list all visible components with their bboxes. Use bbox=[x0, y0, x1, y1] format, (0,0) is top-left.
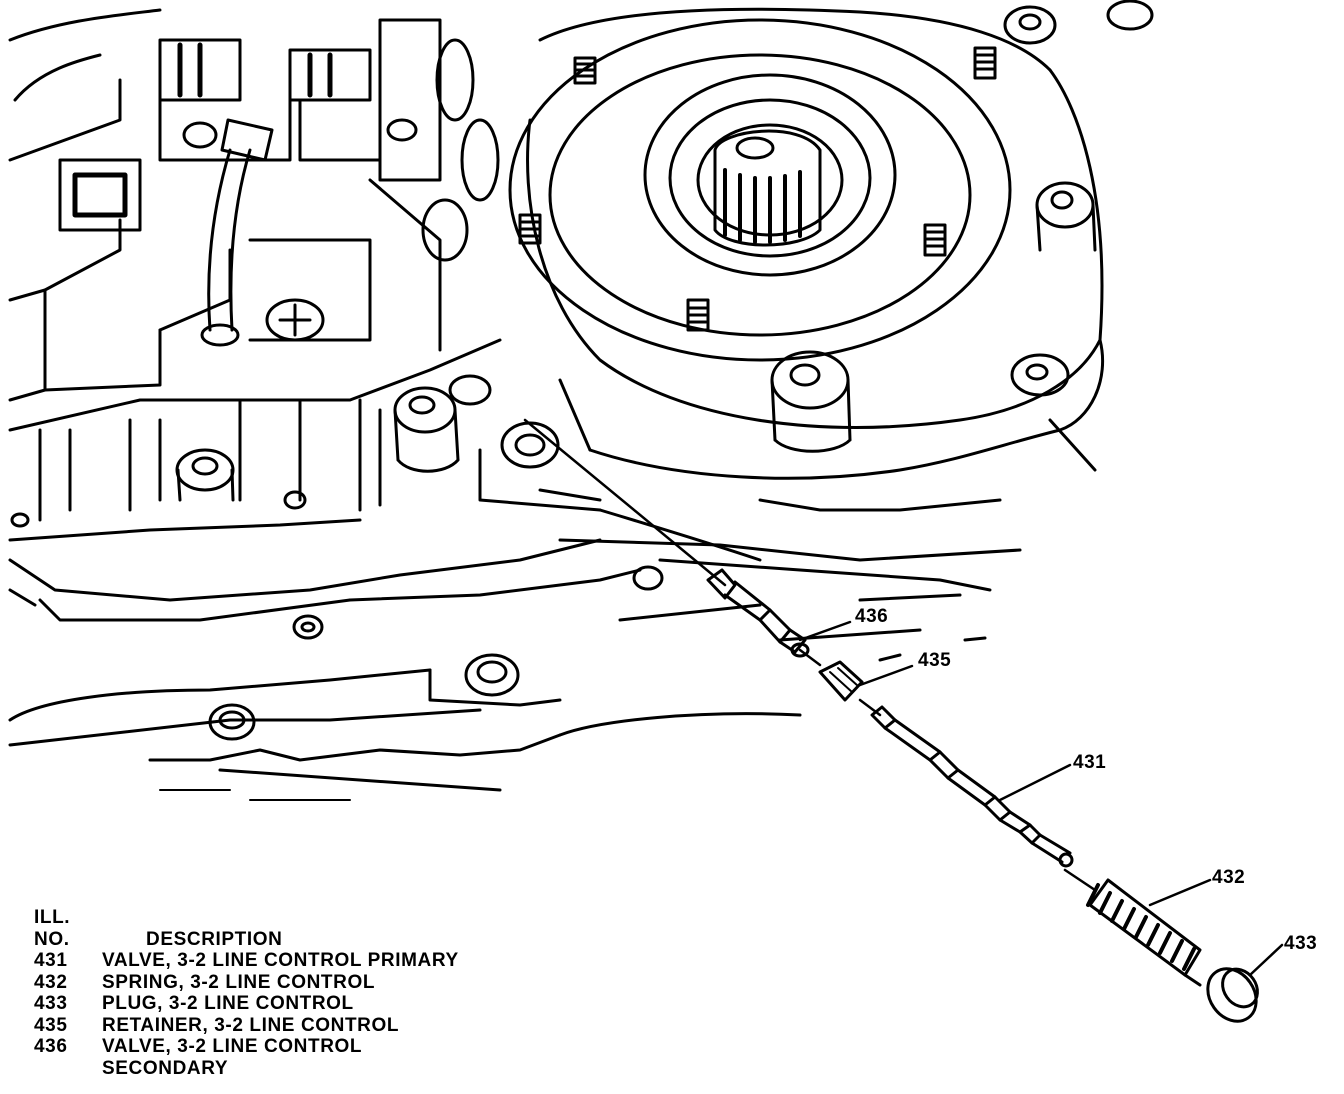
legend-row-no: 436 bbox=[34, 1036, 68, 1057]
housing-bolts bbox=[770, 0, 1154, 453]
bolt bbox=[632, 565, 664, 591]
callout-433: 433 bbox=[1284, 933, 1318, 954]
bolt bbox=[208, 703, 256, 741]
bolt bbox=[386, 118, 418, 142]
stud bbox=[923, 223, 947, 257]
bolt bbox=[1106, 0, 1154, 31]
legend-row-desc: VALVE, 3-2 LINE CONTROL PRIMARY bbox=[102, 950, 459, 971]
legend-row-desc: VALVE, 3-2 LINE CONTROL bbox=[102, 1036, 363, 1057]
callout-435: 435 bbox=[918, 650, 952, 671]
bore-centerline bbox=[523, 418, 1097, 892]
leader-435 bbox=[858, 664, 914, 687]
legend-row-no: 435 bbox=[34, 1014, 68, 1036]
legend-row: 433 PLUG, 3-2 LINE CONTROL bbox=[34, 993, 459, 1015]
bolt bbox=[292, 614, 324, 640]
stud bbox=[686, 298, 710, 332]
callout-431: 431 bbox=[1073, 752, 1107, 773]
bolt bbox=[448, 374, 492, 406]
stud bbox=[518, 213, 542, 245]
bolt bbox=[770, 350, 852, 453]
part-435-retainer bbox=[818, 660, 864, 702]
legend-row: 432 SPRING, 3-2 LINE CONTROL bbox=[34, 972, 459, 994]
part-431-valve-primary bbox=[870, 705, 1074, 868]
flange-studs bbox=[518, 46, 997, 332]
leader-432 bbox=[1148, 878, 1212, 907]
legend-row-desc: SPRING, 3-2 LINE CONTROL bbox=[102, 971, 376, 993]
bolt bbox=[283, 490, 307, 510]
part-433-plug bbox=[1206, 967, 1259, 1023]
bolt bbox=[10, 512, 30, 528]
part-432-spring bbox=[1086, 878, 1202, 987]
leader-433 bbox=[1248, 943, 1284, 977]
stud bbox=[573, 56, 597, 85]
bolt bbox=[393, 386, 460, 473]
legend-row-desc: RETAINER, 3-2 LINE CONTROL bbox=[102, 1014, 400, 1036]
part-436-valve-secondary bbox=[706, 568, 810, 658]
fluid-tube bbox=[200, 118, 274, 347]
converter-hub bbox=[643, 73, 897, 277]
legend-row: 431 VALVE, 3-2 LINE CONTROL PRIMARY bbox=[34, 950, 459, 972]
case-lower-bolts bbox=[10, 490, 664, 741]
valve-body-bolts bbox=[175, 118, 560, 502]
bolt bbox=[182, 121, 218, 149]
leader-431 bbox=[998, 763, 1072, 802]
bolt bbox=[1010, 353, 1070, 397]
stud bbox=[973, 46, 997, 80]
bolt bbox=[1003, 5, 1057, 45]
callout-432: 432 bbox=[1212, 867, 1246, 888]
bolt bbox=[1035, 181, 1097, 252]
bolt bbox=[500, 421, 560, 469]
callout-436: 436 bbox=[855, 606, 889, 627]
legend-row: 435 RETAINER, 3-2 LINE CONTROL bbox=[34, 1015, 459, 1037]
bolt bbox=[265, 298, 325, 342]
legend-row-continuation: SECONDARY bbox=[102, 1057, 229, 1079]
bell-housing bbox=[526, 7, 1105, 480]
leader-lines bbox=[798, 620, 1284, 977]
parts-legend: ILL. NO. DESCRIPTION 431 VALVE, 3-2 LINE… bbox=[34, 907, 459, 1079]
bolt bbox=[175, 448, 235, 502]
legend-header-row: NO. DESCRIPTION bbox=[34, 929, 459, 951]
legend-header-no: NO. bbox=[34, 928, 70, 950]
legend-row-no: 431 bbox=[34, 950, 68, 971]
legend-header-ill: ILL. bbox=[34, 907, 71, 928]
converter-flange bbox=[508, 18, 1012, 362]
legend-header-description: DESCRIPTION bbox=[146, 928, 283, 950]
legend-row-no: 432 bbox=[34, 971, 68, 993]
valve-body bbox=[8, 8, 502, 432]
legend-row-no: 433 bbox=[34, 993, 68, 1014]
bolt bbox=[464, 653, 520, 697]
legend-row: 436 VALVE, 3-2 LINE CONTROL bbox=[34, 1036, 459, 1058]
leader-436 bbox=[798, 620, 852, 642]
legend-row-desc: PLUG, 3-2 LINE CONTROL bbox=[102, 993, 354, 1014]
